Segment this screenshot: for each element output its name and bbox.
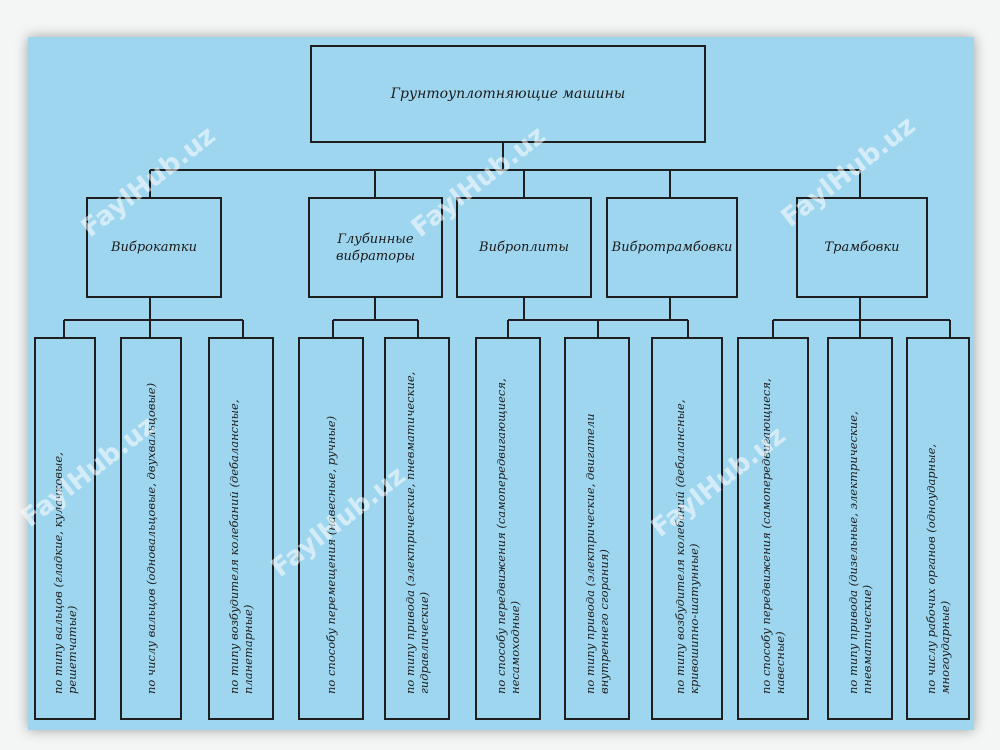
leaf-label: по типу возбудителя колебаний (дебалансн… <box>227 399 255 694</box>
leaf-box: по числу рабочих органов (одноударные, м… <box>906 337 970 720</box>
group-label: Вибротрамбовки <box>611 240 733 255</box>
leaf-label: по типу привода (дизельные, электрически… <box>846 410 874 694</box>
root-node: Грунтоуплотняющие машины <box>310 45 706 143</box>
group-node-deep-vibrators: Глубинные вибраторы <box>308 197 443 298</box>
leaf-box: по числу вальцов (одновальцовые, двухвал… <box>120 337 182 720</box>
leaf-label: по способу передвижения (самопередвигающ… <box>759 377 787 694</box>
group-node-vibrokatki: Виброкатки <box>86 197 222 298</box>
group-node-vibrotrambovki: Вибротрамбовки <box>606 197 738 298</box>
leaf-label: по способу передвижения (самопередвигающ… <box>494 377 522 694</box>
leaf-label: по типу возбудителя колебаний (дебалансн… <box>673 399 701 694</box>
leaf-box: по типу возбудителя колебаний (дебалансн… <box>208 337 274 720</box>
group-node-vibroplates: Виброплиты <box>456 197 592 298</box>
diagram-panel: Грунтоуплотняющие машины Виброкатки Глуб… <box>16 37 974 730</box>
leaf-label: по числу рабочих органов (одноударные, м… <box>924 443 952 694</box>
leaf-label: по числу вальцов (одновальцовые, двухвал… <box>144 382 158 694</box>
leaf-box: по способу передвижения (самопередвигающ… <box>475 337 541 720</box>
leaf-label: по способу перемещения (навесные, ручные… <box>324 415 338 694</box>
root-label: Грунтоуплотняющие машины <box>390 86 626 102</box>
group-label: Виброплиты <box>479 240 569 255</box>
leaf-label: по типу вальцов (гладкие, кулачковые, ре… <box>51 451 79 694</box>
leaf-box: по типу вальцов (гладкие, кулачковые, ре… <box>34 337 96 720</box>
group-label: Трамбовки <box>824 240 900 255</box>
group-label: Виброкатки <box>111 240 197 255</box>
group-label: Глубинные вибраторы <box>335 231 415 264</box>
leaf-box: по типу возбудителя колебаний (дебалансн… <box>651 337 723 720</box>
leaf-label: по типу привода (электрические, пневмати… <box>403 371 431 694</box>
group-node-trambovki: Трамбовки <box>796 197 928 298</box>
leaf-box: по типу привода (электрические, двигател… <box>564 337 630 720</box>
leaf-box: по типу привода (электрические, пневмати… <box>384 337 450 720</box>
leaf-box: по способу перемещения (навесные, ручные… <box>298 337 364 720</box>
leaf-box: по способу передвижения (самопередвигающ… <box>737 337 809 720</box>
leaf-label: по типу привода (электрические, двигател… <box>583 412 611 694</box>
connector-lines <box>63 143 951 337</box>
leaf-box: по типу привода (дизельные, электрически… <box>827 337 893 720</box>
